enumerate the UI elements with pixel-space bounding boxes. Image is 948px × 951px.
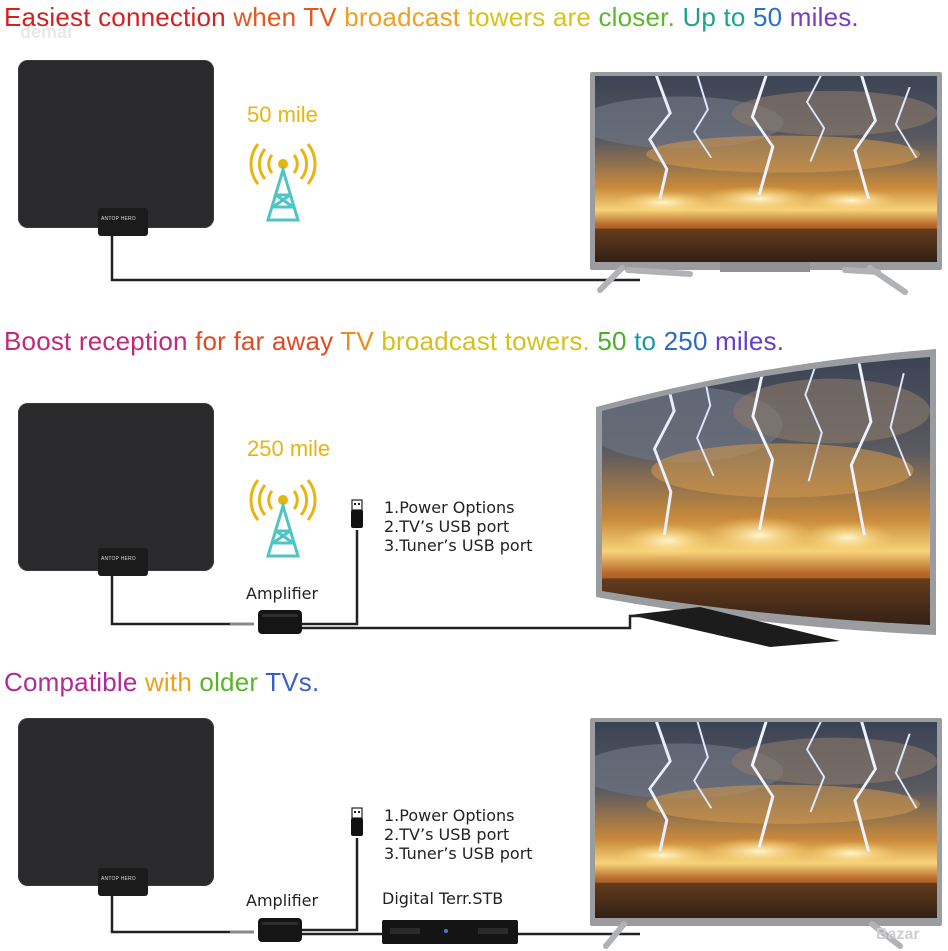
headline-segment: TVs. <box>265 667 320 697</box>
headline-segment: broadcast towers. <box>381 326 598 356</box>
option-tuner-usb: 3.Tuner’s USB port <box>384 536 533 555</box>
stb-label: Digital Terr.STB <box>382 889 504 908</box>
headline-segment: closer. <box>598 2 683 32</box>
option-tv-usb: 2.TV’s USB port <box>384 825 510 844</box>
amplifier-device-3 <box>258 918 302 942</box>
headline-segment: older <box>199 667 266 697</box>
power-options-list-3: 1.Power Options 2.TV’s USB port 3.Tuner’… <box>384 806 533 863</box>
antenna-brand-3: ANTOP HERO <box>101 876 136 882</box>
curved-tv-2 <box>596 349 936 647</box>
headline-segment: to <box>634 326 664 356</box>
watermark-corner: Bazar <box>876 926 920 943</box>
mile-label-2: 250 mile <box>247 436 331 461</box>
headline-segment: 50 <box>597 326 635 356</box>
option-power: 1.Power Options <box>384 806 515 825</box>
headline-segment: towers are <box>467 2 599 32</box>
headline-segment: broadcast <box>344 2 468 32</box>
option-tuner-usb: 3.Tuner’s USB port <box>384 844 533 863</box>
headline-segment: Easiest connection <box>4 2 234 32</box>
watermark-top: demai <box>20 22 73 42</box>
antenna-base-3: ANTOP HERO <box>98 868 148 896</box>
headline-segment: miles. <box>789 2 859 32</box>
section2-headline: Boost reception for far away TV broadcas… <box>4 326 784 357</box>
antenna-panel-2 <box>18 403 214 571</box>
cable-diagram-2 <box>110 530 650 630</box>
antenna-brand-2: ANTOP HERO <box>101 556 136 562</box>
antenna-base-2: ANTOP HERO <box>98 548 148 576</box>
headline-segment: 250 <box>663 326 716 356</box>
amplifier-label-3: Amplifier <box>246 891 319 910</box>
power-options-list-2: 1.Power Options 2.TV’s USB port 3.Tuner’… <box>384 498 533 555</box>
mile-label-1: 50 mile <box>247 102 318 127</box>
cable-diagram-1 <box>110 236 908 295</box>
antenna-panel-3 <box>18 718 214 886</box>
headline-segment: when TV <box>233 2 345 32</box>
headline-segment: with <box>144 667 200 697</box>
antenna-brand-1: ANTOP HERO <box>101 216 136 222</box>
section3-headline: Compatible with older TVs. <box>4 667 319 698</box>
headline-segment: 50 <box>753 2 790 32</box>
set-top-box <box>382 920 518 944</box>
option-power: 1.Power Options <box>384 498 515 517</box>
headline-segment: for far away <box>195 326 341 356</box>
headline-segment: Compatible <box>4 667 145 697</box>
headline-segment: Boost reception <box>4 326 196 356</box>
antenna-base-1: ANTOP HERO <box>98 208 148 236</box>
headline-segment: Up to <box>682 2 754 32</box>
headline-segment: TV <box>340 326 382 356</box>
option-tv-usb: 2.TV’s USB port <box>384 517 510 536</box>
antenna-panel-1 <box>18 60 214 228</box>
section1-headline: Easiest connection when TV broadcast tow… <box>4 2 859 33</box>
amplifier-label-2: Amplifier <box>246 584 319 603</box>
headline-segment: miles. <box>715 326 785 356</box>
